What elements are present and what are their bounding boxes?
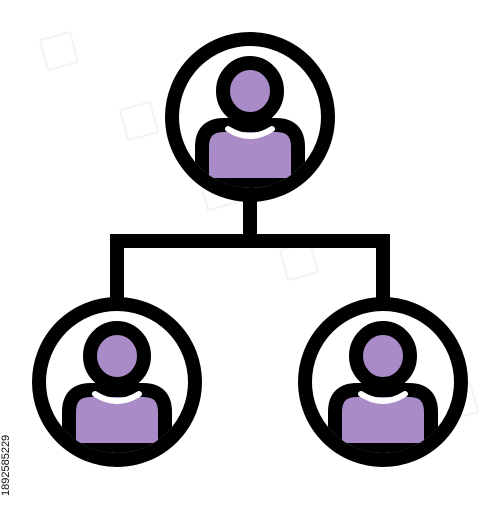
connector-lines [110,195,390,304]
node-ring [32,297,202,467]
user-icon [195,56,305,188]
user-head [83,321,151,391]
node-top [165,32,335,202]
node-left [32,297,202,467]
user-collar [92,391,142,404]
user-icon [328,321,438,453]
user-body [195,118,305,188]
watermark-mark [38,30,80,72]
watermark-id-text: 1892585229 [0,435,12,496]
user-collar [358,391,408,404]
user-icon [62,321,172,453]
user-body [62,383,172,453]
node-right [298,297,468,467]
watermark-mark [118,100,160,142]
user-collar [225,126,275,139]
node-ring [165,32,335,202]
node-ring [298,297,468,467]
user-body [328,383,438,453]
user-head [216,56,284,126]
user-head [349,321,417,391]
